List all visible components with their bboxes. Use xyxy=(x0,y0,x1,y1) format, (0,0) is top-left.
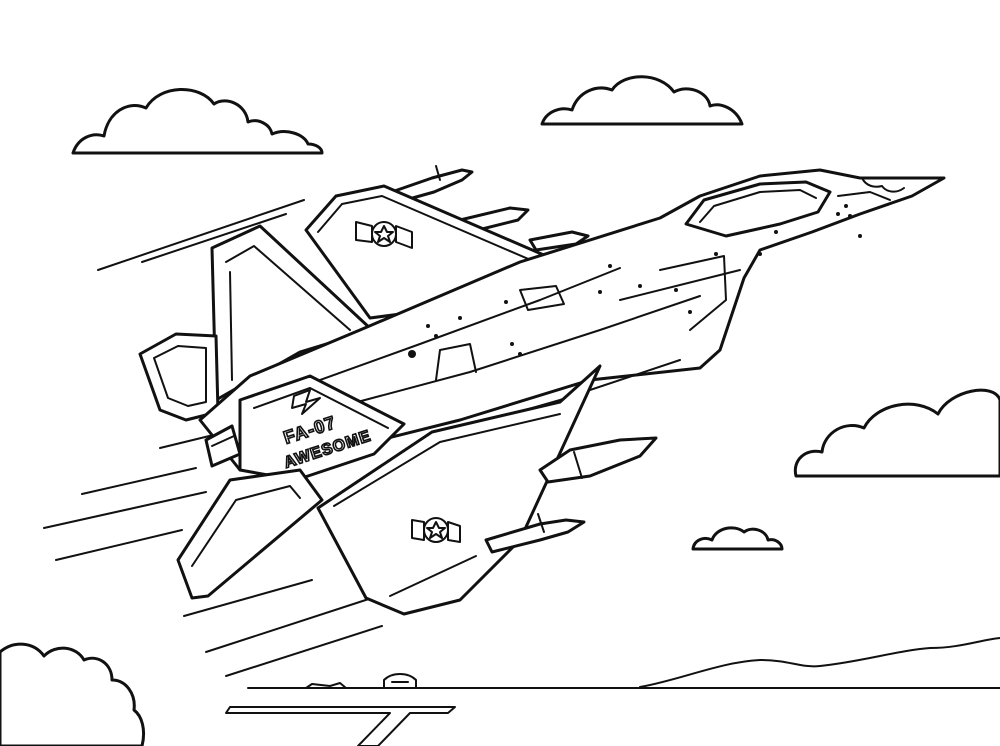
runway xyxy=(225,706,456,746)
horizontal-stabilizer-lower xyxy=(176,468,324,600)
small-plane-icon xyxy=(305,682,347,689)
vertical-stabilizer-lower xyxy=(238,374,406,482)
rivets xyxy=(408,204,862,358)
fuel-tank xyxy=(538,436,658,484)
missile-icon xyxy=(484,513,586,554)
horizon xyxy=(247,637,1000,689)
cloud-icon xyxy=(540,75,744,126)
missile-icon xyxy=(528,230,590,252)
cloud-icon xyxy=(71,88,324,155)
roundel-star-icon xyxy=(355,221,413,249)
cloud-icon xyxy=(0,642,146,746)
lightning-bolt-icon xyxy=(291,389,321,415)
jet-fighter-icon: FA-07 AWESOME xyxy=(138,165,946,616)
cloud-icon xyxy=(793,388,1000,478)
speed-lines xyxy=(43,199,383,677)
cloud-icon xyxy=(691,526,784,551)
roundel-star-icon xyxy=(411,517,461,543)
hangar-icon xyxy=(383,673,417,689)
canopy xyxy=(684,180,832,238)
